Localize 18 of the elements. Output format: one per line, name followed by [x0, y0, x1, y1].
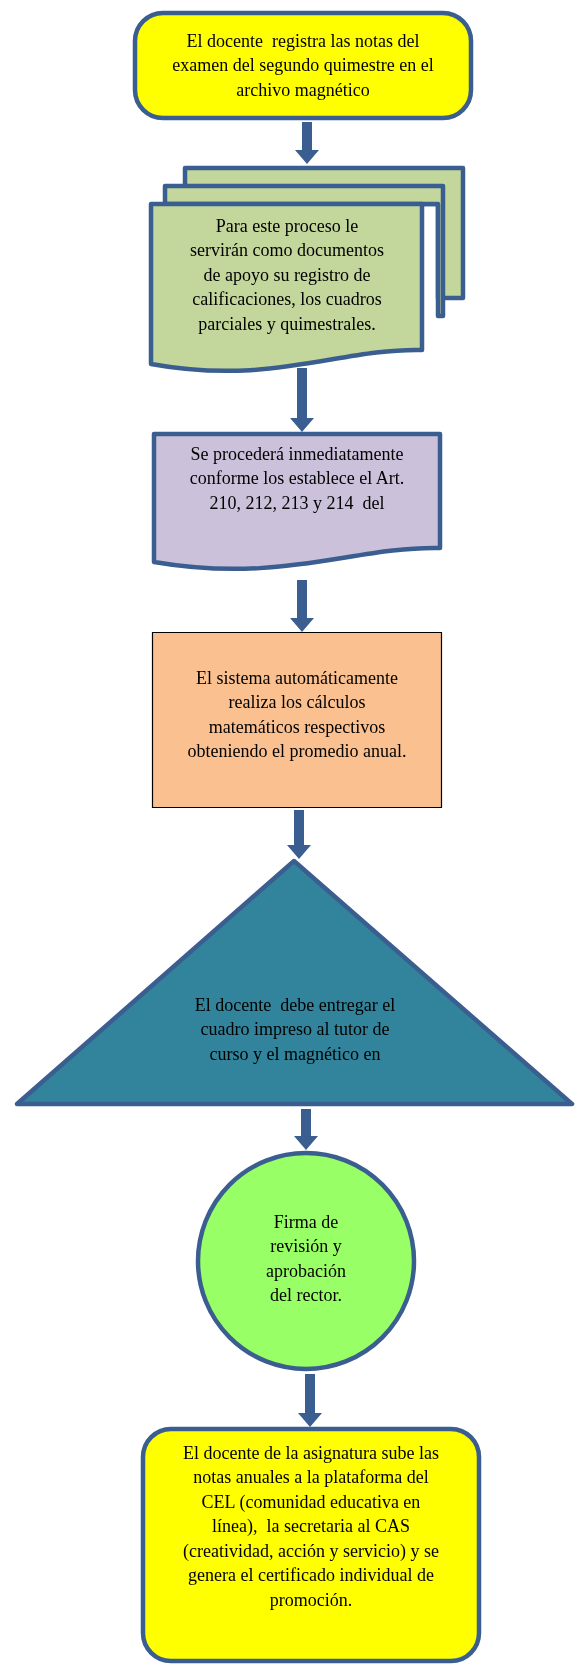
circle-shape	[195, 1150, 417, 1372]
process-box	[152, 632, 442, 808]
node-text: Para este proceso le servirán como documentos de apoyo su registro de calificaciones, los cuadros parciales y quimestrales.	[189, 215, 385, 336]
process-box	[141, 1427, 481, 1663]
triangle-shape	[15, 859, 573, 1107]
block-arrow	[294, 1109, 318, 1150]
node-text: Firma de revisión y aprobación del rector.	[265, 1211, 347, 1308]
block-arrow	[290, 368, 314, 432]
block-arrow	[290, 580, 314, 632]
node-text: El docente debe entregar el cuadro impreso al tutor de curso y el magnético en	[193, 994, 397, 1066]
node-text: Se procederá inmediatamente conforme los establece el Art. 210, 212, 213 y 214 del	[188, 443, 406, 515]
block-arrow	[287, 810, 311, 859]
process-box	[133, 11, 473, 120]
node-text: El docente registra las notas del examen del segundo quimestre en el archivo magnético	[171, 30, 435, 102]
block-arrow	[298, 1374, 322, 1427]
node-text: El docente de la asignatura sube las notas anuales a la plataforma del CEL (comunidad educativa en línea), la secretaria al CAS (creatividad, acción y servicio) y se genera el certificado individual de promoción.	[183, 1442, 439, 1612]
block-arrow	[295, 122, 319, 164]
node-text: El sistema automáticamente realiza los cálculos matemáticos respectivos obteniendo el promedio anual.	[186, 667, 408, 764]
